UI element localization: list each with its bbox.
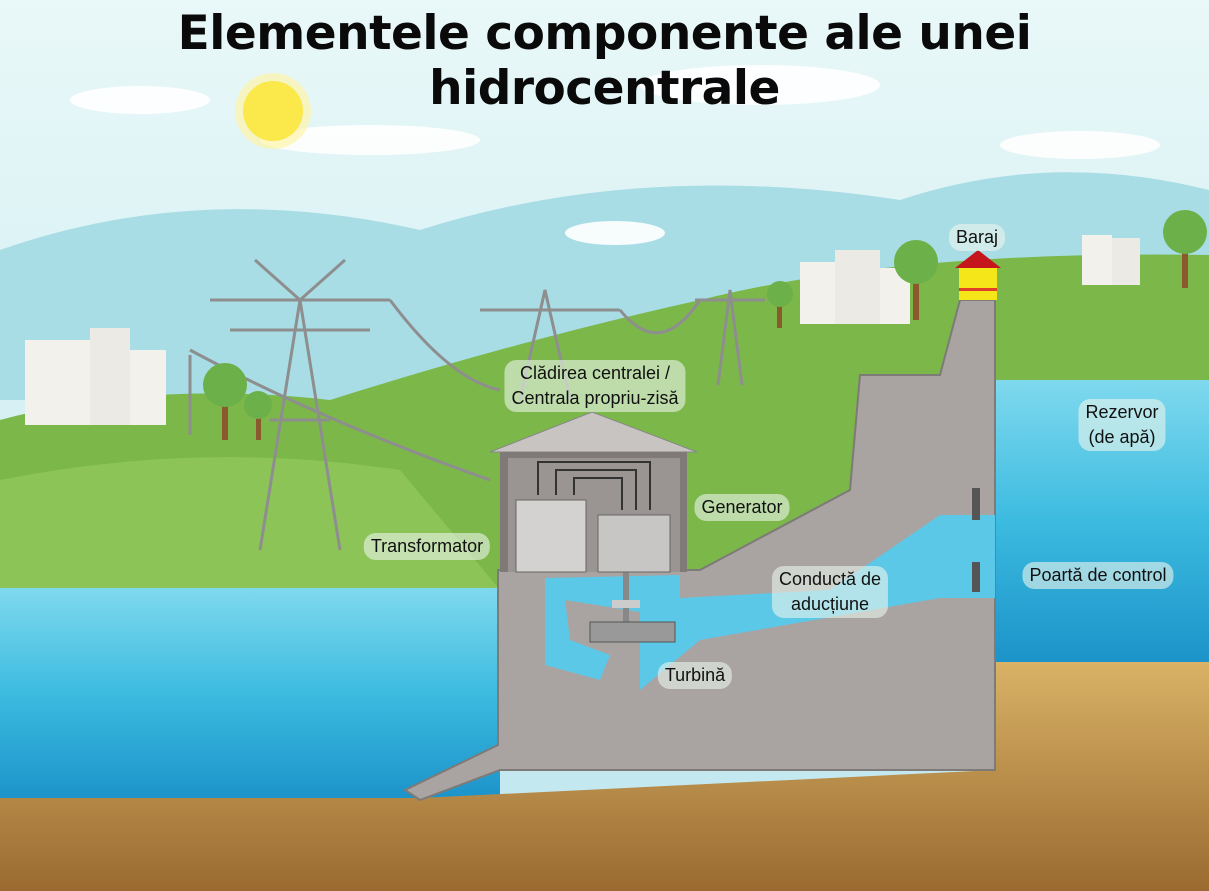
turbine [589, 570, 676, 643]
transformer-icon [515, 499, 587, 573]
label-line: (de apă) [1088, 427, 1156, 447]
label-baraj: Baraj [948, 224, 1006, 251]
page-title: Elementele componente ale unei hidrocent… [177, 6, 1032, 116]
ground [0, 662, 1209, 891]
label-rezervor: Rezervor (de apă) [1078, 399, 1166, 451]
penstock-conduit [545, 515, 995, 690]
label-line: Conductă de [778, 569, 882, 589]
river [0, 588, 500, 800]
sun-icon [243, 81, 303, 141]
label-conducta: Conductă de aducțiune [771, 566, 889, 618]
control-gate-upper [972, 488, 980, 520]
generator-icon [597, 514, 671, 573]
label-poarta-de-control: Poartă de control [1022, 562, 1174, 589]
label-cladirea-centralei: Clădirea centralei / Centrala propriu-zi… [504, 360, 686, 412]
label-line: aducțiune [790, 594, 870, 614]
trees [203, 210, 1207, 440]
power-station-building [489, 411, 698, 573]
label-line: Centrala propriu-zisă [511, 388, 679, 408]
label-generator: Generator [694, 494, 790, 521]
control-gate [972, 562, 980, 592]
label-line: Clădirea centralei / [519, 363, 671, 383]
label-turbina: Turbină [657, 662, 733, 689]
apartment-buildings [25, 235, 1140, 425]
dam-control-house [955, 250, 1001, 300]
label-line: Rezervor [1085, 402, 1159, 422]
label-transformator: Transformator [363, 533, 491, 560]
clouds [70, 65, 1160, 245]
